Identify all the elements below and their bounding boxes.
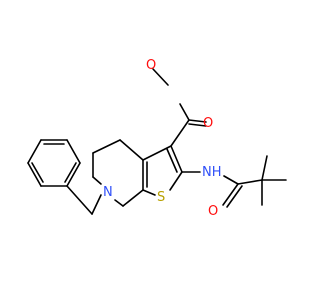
bond	[122, 189, 144, 207]
bond	[119, 139, 144, 161]
ring-nitrogen-label: N	[103, 185, 113, 200]
atom-label-layer: O O NH N S O	[103, 58, 222, 219]
bond	[27, 162, 42, 187]
structure-svg: O O NH N S O	[27, 58, 287, 219]
bond	[179, 103, 190, 121]
bond	[223, 175, 239, 185]
bond	[170, 145, 183, 173]
amide-nh-label: NH	[202, 165, 222, 180]
bond	[188, 119, 207, 123]
bond	[152, 68, 169, 86]
ring-sulfur-label: S	[157, 190, 165, 205]
bond	[92, 176, 102, 185]
bond	[66, 162, 81, 187]
bond	[237, 179, 263, 185]
bond	[142, 145, 172, 161]
bond	[66, 139, 81, 164]
bond	[261, 155, 268, 181]
bond	[169, 171, 183, 191]
bond	[114, 199, 124, 207]
amide-oxygen-label: O	[208, 204, 218, 219]
bond	[188, 123, 207, 127]
bond	[31, 162, 44, 183]
bond	[222, 183, 239, 206]
ester-oxygen-methoxy-label: O	[146, 58, 156, 73]
bond	[92, 139, 121, 154]
bond	[166, 148, 178, 173]
bond	[142, 189, 156, 196]
bond	[91, 194, 102, 215]
bond	[226, 185, 243, 208]
bond-layer	[27, 68, 287, 215]
bond	[27, 139, 42, 164]
molecule-diagram: O O NH N S O	[27, 58, 287, 219]
bond	[64, 162, 77, 183]
ester-oxygen-carbonyl-label: O	[203, 116, 213, 131]
bond	[170, 119, 190, 147]
bond	[66, 185, 93, 215]
